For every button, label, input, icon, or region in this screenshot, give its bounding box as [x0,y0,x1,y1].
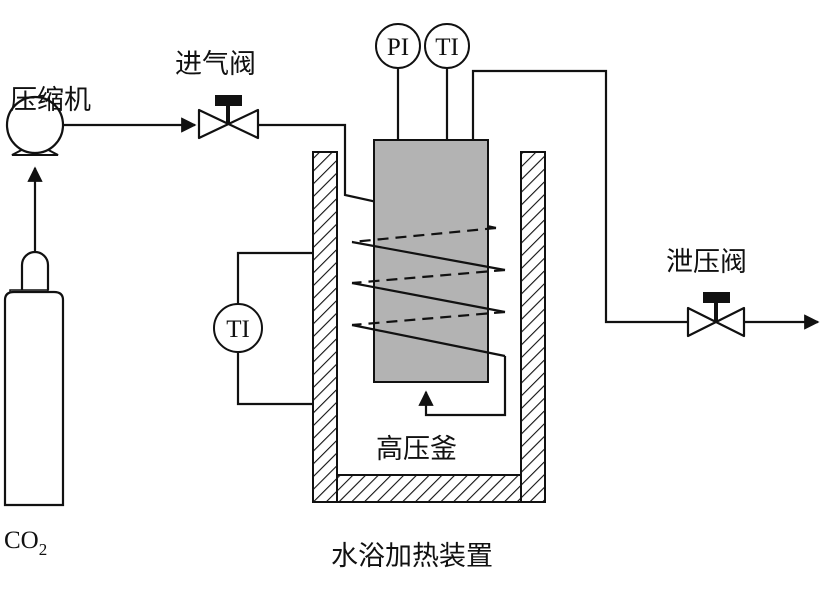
temperature-indicator-bath-label: TI [226,316,250,343]
temperature-indicator-bath [213,303,263,353]
co2-label: CO2 [4,527,47,559]
outlet-pipe [471,69,688,324]
compressor-icon [5,95,65,156]
inlet-valve-label: 进气阀 [175,49,256,80]
ti-bath-line-upper [236,251,313,304]
relief-valve-label: 泄压阀 [666,247,747,278]
temperature-indicator-top-label: TI [435,34,459,61]
co2-cylinder [3,250,65,507]
autoclave-label: 高压釜 [376,434,457,465]
pressure-indicator-label: PI [387,34,409,61]
temperature-indicator-top [424,23,470,69]
water-bath-label: 水浴加热装置 [331,541,493,572]
pressure-indicator [375,23,421,69]
inlet-valve-icon [197,95,260,140]
ti-bath-line-lower [236,352,313,406]
compressor-label: 压缩机 [10,85,91,116]
heating-coil [351,226,506,358]
coil-return-pipe [418,356,507,417]
autoclave-vessel [373,139,489,383]
relief-valve-icon [686,292,746,338]
water-bath [312,151,546,503]
